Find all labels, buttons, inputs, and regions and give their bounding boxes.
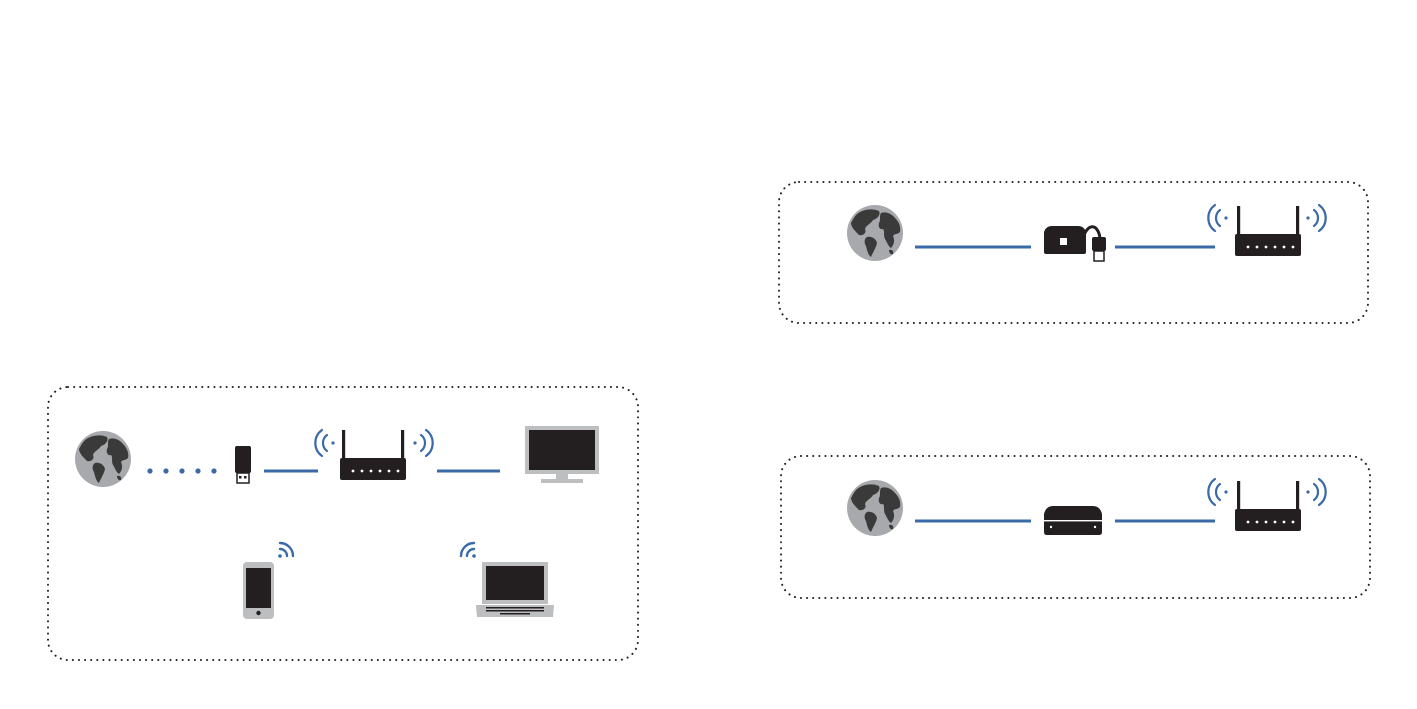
usb-modem-icon — [235, 446, 251, 483]
wifi-signal-icon — [315, 430, 334, 456]
dotted-link — [147, 468, 216, 473]
wifi-signal-icon — [278, 543, 293, 558]
globe-icon — [847, 480, 903, 536]
wifi-signal-icon — [1208, 205, 1227, 231]
wifi-signal-icon — [1306, 479, 1325, 505]
router-icon — [340, 430, 406, 480]
wifi-signal-icon — [413, 430, 432, 456]
wifi-signal-icon — [1306, 205, 1325, 231]
router-icon — [1235, 481, 1301, 531]
smartphone-icon — [243, 562, 274, 619]
modem-box-icon — [1044, 506, 1102, 535]
wifi-signal-icon — [1208, 479, 1227, 505]
usb-adapter-box-icon — [1044, 226, 1106, 261]
panel-usb-modem-network — [48, 387, 638, 660]
globe-icon — [75, 431, 131, 487]
router-icon — [1235, 206, 1301, 256]
desktop-monitor-icon — [525, 426, 599, 483]
laptop-icon — [476, 562, 554, 617]
panel-usb-adapter-network — [779, 182, 1368, 323]
globe-icon — [847, 205, 903, 261]
wifi-signal-icon — [461, 543, 476, 558]
panel-modem-network — [781, 456, 1370, 598]
